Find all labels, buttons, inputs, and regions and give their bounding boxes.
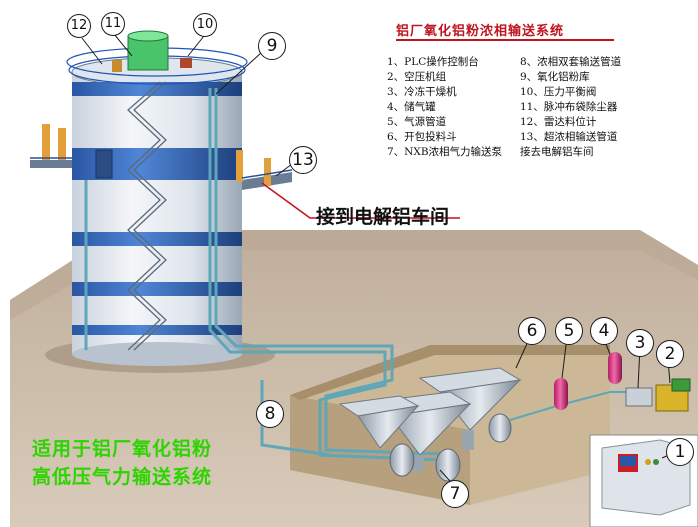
spiral-staircase	[127, 81, 167, 351]
equipment-pit-rim	[290, 345, 610, 400]
silo-band	[72, 282, 242, 296]
riser-pipe	[84, 88, 300, 354]
legend-item: 2、空压机组	[387, 71, 447, 83]
connection-indicator	[261, 182, 460, 219]
silo-door	[95, 149, 113, 179]
pulse-bag-dust-collector	[127, 35, 169, 71]
air-compressor-unit	[671, 378, 691, 392]
legend-item: 5、气源管道	[387, 116, 447, 128]
callout-10: 10	[193, 13, 217, 37]
callout-13: 13	[289, 146, 317, 174]
silo-base	[72, 342, 242, 366]
legend-title-underline	[396, 39, 614, 41]
callout-11: 11	[101, 12, 125, 36]
silo-band	[72, 232, 242, 246]
legend-title: 铝厂氧化铝粉浓相输送系统	[396, 24, 565, 39]
legend-item: 13、超浓相输送管道	[520, 131, 618, 143]
legend-item: 12、雷达料位计	[520, 116, 597, 128]
legend-panel: 铝厂氧化铝粉浓相输送系统 1、PLC操作控制台 2、空压机组 3、冷冻干燥机 4…	[370, 6, 692, 168]
callout-6: 6	[518, 317, 546, 345]
ground-back	[10, 230, 698, 320]
platform-right	[236, 150, 293, 190]
callout-5: 5	[555, 317, 583, 345]
silo-band	[72, 325, 242, 335]
legend-item: 6、开包投料斗	[387, 131, 457, 143]
legend-item: 10、压力平衡阀	[520, 86, 597, 98]
roof-box	[112, 60, 122, 72]
legend-item: 4、储气罐	[387, 101, 436, 113]
legend-item: 1、PLC操作控制台	[387, 56, 479, 68]
callout-1: 1	[666, 438, 694, 466]
refrigerated-dryer	[625, 387, 653, 407]
dust-collector-top	[127, 30, 169, 42]
silo-band	[72, 82, 242, 96]
caption-line-1: 适用于铝厂氧化铝粉	[32, 438, 213, 460]
pressure-balance-valve	[180, 58, 192, 68]
callout-2: 2	[656, 340, 684, 368]
legend-item: 9、氧化铝粉库	[520, 71, 590, 83]
callout-4: 4	[590, 317, 618, 345]
callout-3: 3	[626, 329, 654, 357]
callout-7: 7	[441, 480, 469, 508]
feed-hopper	[338, 395, 420, 449]
silo-body	[72, 72, 242, 354]
callout-9: 9	[258, 32, 286, 60]
platform-left	[30, 124, 72, 168]
legend-item: 8、浓相双套输送管道	[520, 56, 622, 68]
air-storage-tank	[554, 352, 622, 410]
callout-12: 12	[67, 14, 91, 38]
nxb-conveying-pump	[389, 413, 512, 482]
legend-item: 7、NXB浓相气力输送泵	[387, 146, 503, 158]
legend-item: 3、冷冻干燥机	[387, 86, 457, 98]
callout-8: 8	[256, 400, 284, 428]
connection-label: 接到电解铝车间	[316, 206, 450, 228]
legend-item: 接去电解铝车间	[520, 146, 594, 158]
legend-item: 11、脉冲布袋除尘器	[520, 101, 618, 113]
caption-line-2: 高低压气力输送系统	[32, 466, 213, 488]
